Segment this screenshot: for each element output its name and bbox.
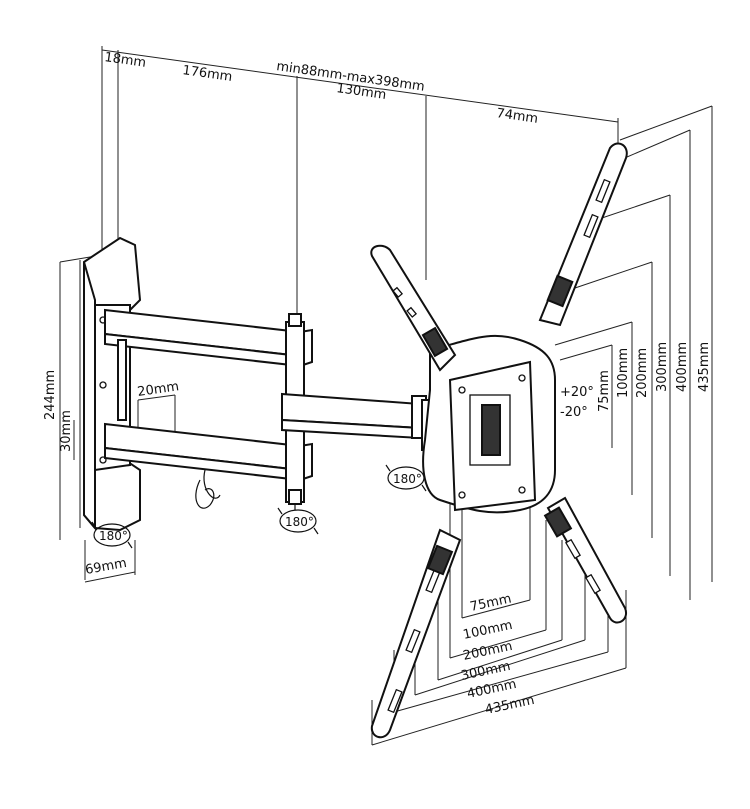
top-dimensions bbox=[101, 46, 619, 320]
forearm bbox=[281, 392, 435, 451]
vesa-arm-bottom-right bbox=[543, 496, 628, 624]
wall-rotation-label: 180° bbox=[99, 529, 128, 543]
dim-left-20: 20mm bbox=[136, 379, 180, 400]
vesa-plate bbox=[422, 334, 556, 514]
dim-top-176: 176mm bbox=[181, 63, 233, 85]
elbow-rotation-label: 180° bbox=[285, 515, 314, 529]
head-rotation-badge bbox=[385, 464, 427, 492]
vesa-arm-bottom-left bbox=[370, 528, 462, 739]
dim-left-30: 30mm bbox=[59, 410, 74, 452]
dim-top-18: 18mm bbox=[103, 50, 147, 71]
dim-right-200: 200mm bbox=[635, 348, 650, 398]
wall-plate bbox=[83, 236, 142, 532]
head-rotation-label: 180° bbox=[393, 472, 422, 486]
dim-left-244: 244mm bbox=[43, 370, 58, 420]
cable-clip bbox=[195, 469, 221, 509]
vesa-arm-top-left bbox=[370, 244, 457, 372]
dim-right-435: 435mm bbox=[697, 342, 712, 392]
upper-arm bbox=[104, 308, 313, 482]
dim-top-130: 130mm bbox=[335, 81, 387, 103]
dim-right-300: 300mm bbox=[655, 342, 670, 392]
dim-right-75: 75mm bbox=[597, 370, 612, 412]
tilt-up-label: +20° bbox=[560, 385, 594, 400]
dim-right-100: 100mm bbox=[616, 348, 631, 398]
dim-right-400: 400mm bbox=[675, 342, 690, 392]
dim-bottom-75: 75mm bbox=[469, 592, 513, 615]
tilt-down-label: -20° bbox=[560, 405, 588, 420]
wall-rotation-badge bbox=[91, 521, 133, 549]
vesa-arm-top-right bbox=[538, 142, 628, 327]
elbow-rotation-badge bbox=[277, 507, 319, 535]
dim-top-74: 74mm bbox=[495, 106, 539, 127]
dim-bottom-69: 69mm bbox=[84, 556, 128, 578]
